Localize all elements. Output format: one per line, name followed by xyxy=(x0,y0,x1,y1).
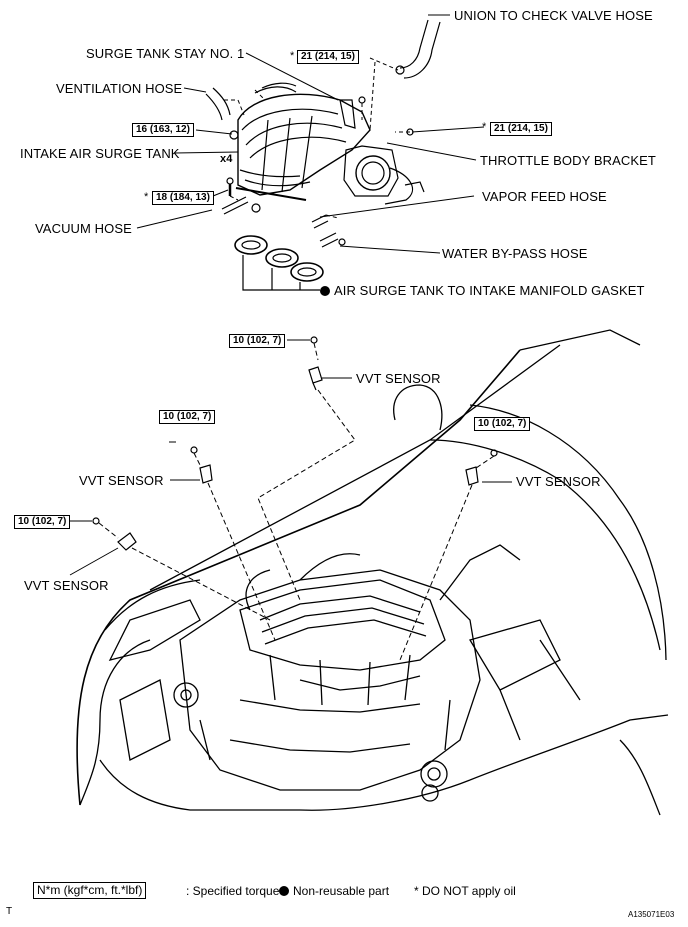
intake-air-surge-tank-drawing xyxy=(205,19,441,291)
legend-specified-torque: : Specified torque xyxy=(186,884,280,898)
torque-box-21-right: 21 (214, 15) xyxy=(490,122,552,136)
no-oil-mark: * xyxy=(144,191,149,203)
gasket-drawing xyxy=(234,235,324,282)
torque-box-10-far-left: 10 (102, 7) xyxy=(14,515,71,529)
legend-no-oil: * DO NOT apply oil xyxy=(414,884,516,898)
torque-box-16: 16 (163, 12) xyxy=(132,123,194,137)
bolt-quantity: x4 xyxy=(220,153,233,165)
label-gasket: AIR SURGE TANK TO INTAKE MANIFOLD GASKET xyxy=(320,283,645,298)
label-intake-air-surge-tank: INTAKE AIR SURGE TANK xyxy=(20,146,180,161)
non-reusable-dot-icon xyxy=(320,286,330,296)
torque-box-10-top: 10 (102, 7) xyxy=(229,334,286,348)
legend-non-reusable-text: Non-reusable part xyxy=(293,884,390,898)
vehicle-engine-bay-drawing xyxy=(76,329,669,816)
label-union-to-check-valve-hose: UNION TO CHECK VALVE HOSE xyxy=(454,8,653,23)
label-water-by-pass-hose: WATER BY-PASS HOSE xyxy=(442,246,588,261)
corner-code-left: T xyxy=(6,906,13,917)
torque-box-21-upper: 21 (214, 15) xyxy=(297,50,359,64)
label-vvt-sensor-top: VVT SENSOR xyxy=(356,371,441,386)
vvt-sensor-drawings xyxy=(92,336,498,551)
label-vapor-feed-hose: VAPOR FEED HOSE xyxy=(482,189,607,204)
torque-box-10-left: 10 (102, 7) xyxy=(159,410,216,424)
non-reusable-dot-icon xyxy=(279,886,289,896)
legend-torque-unit-box: N*m (kgf*cm, ft.*lbf) xyxy=(33,882,147,899)
label-vacuum-hose: VACUUM HOSE xyxy=(35,221,132,236)
no-oil-mark: * xyxy=(482,121,487,133)
torque-box-18: 18 (184, 13) xyxy=(152,191,214,205)
label-vvt-sensor-far-left: VVT SENSOR xyxy=(24,578,109,593)
torque-box-10-right: 10 (102, 7) xyxy=(474,417,531,431)
label-surge-tank-stay: SURGE TANK STAY NO. 1 xyxy=(86,46,245,61)
gasket-label-text: AIR SURGE TANK TO INTAKE MANIFOLD GASKET xyxy=(334,283,645,298)
label-vvt-sensor-left: VVT SENSOR xyxy=(79,473,164,488)
no-oil-mark: * xyxy=(290,50,295,62)
label-vvt-sensor-right: VVT SENSOR xyxy=(516,474,601,489)
label-ventilation-hose: VENTILATION HOSE xyxy=(56,81,183,96)
figure-code: A135071E03 xyxy=(628,910,675,919)
label-throttle-body-bracket: THROTTLE BODY BRACKET xyxy=(480,153,656,168)
legend-non-reusable: Non-reusable part xyxy=(279,884,389,898)
